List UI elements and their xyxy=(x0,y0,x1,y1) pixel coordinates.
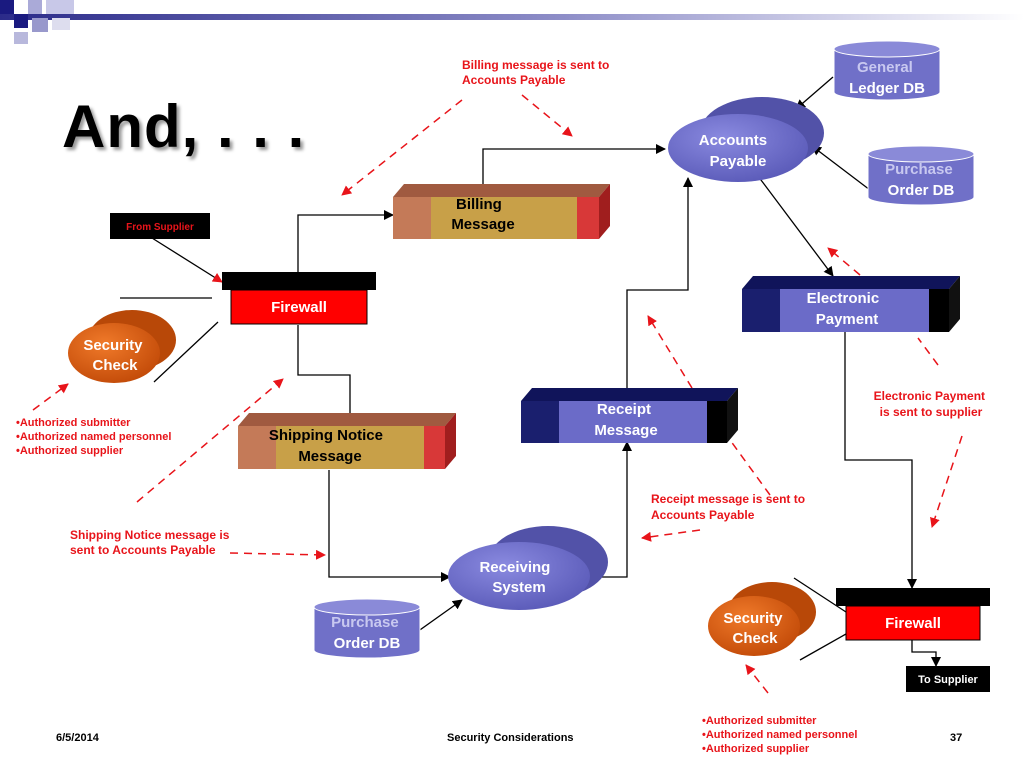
security-check-right-node: Security Check xyxy=(708,582,816,656)
footer-title: Security Considerations xyxy=(447,732,574,744)
slide-title: And, . . . xyxy=(62,93,306,160)
general-ledger-line1: General xyxy=(857,59,913,76)
svg-text:General Ledger DB: General Ledger DB xyxy=(849,59,925,97)
receipt-message-line1: Receipt xyxy=(597,401,651,418)
shipping-notice-line2: Message xyxy=(298,448,361,465)
auth-list-left: •Authorized submitter •Authorized named … xyxy=(16,417,175,457)
electronic-payment-line1: Electronic xyxy=(807,290,880,307)
accounts-payable-node: Accounts Payable xyxy=(668,97,824,182)
shipping-notice-line1: Shipping Notice xyxy=(269,427,383,444)
accounts-payable-line2: Payable xyxy=(710,153,767,170)
page-number: 37 xyxy=(950,732,963,744)
security-check-left-node: Security Check xyxy=(68,310,176,383)
svg-text:Shipping Notice Message: Shipping Notice Message xyxy=(269,427,387,465)
receiving-system-line1: Receiving xyxy=(479,559,550,576)
svg-text:Security Check: Security Check xyxy=(723,610,786,647)
security-check-left-line2: Check xyxy=(92,357,138,374)
receipt-message-box: Receipt Message xyxy=(521,388,738,443)
auth-list-right: •Authorized submitter •Authorized named … xyxy=(702,715,861,755)
security-check-right-line2: Check xyxy=(732,630,778,647)
svg-text:Receiving System: Receiving System xyxy=(479,559,554,596)
receipt-note: Receipt message is sent to Accounts Paya… xyxy=(651,492,808,522)
svg-text:Purchase Order DB: Purchase Order DB xyxy=(331,614,403,652)
payment-note: Electronic Payment is sent to supplier xyxy=(874,389,989,419)
accounts-payable-line1: Accounts xyxy=(699,132,767,149)
from-supplier-label: From Supplier xyxy=(126,222,194,233)
svg-text:Purchase Order DB: Purchase Order DB xyxy=(885,161,957,199)
purchase-order-top-line2: Order DB xyxy=(888,182,955,199)
billing-note: Billing message is sent to Accounts Paya… xyxy=(462,58,613,87)
flow-connectors xyxy=(120,76,941,667)
firewall-left: Firewall xyxy=(222,272,376,325)
receipt-message-line2: Message xyxy=(594,422,657,439)
firewall-right: Firewall xyxy=(836,588,990,641)
general-ledger-db: General Ledger DB xyxy=(833,40,941,101)
purchase-order-db-bottom: Purchase Order DB xyxy=(313,598,421,659)
to-supplier-box: To Supplier xyxy=(906,666,990,692)
electronic-payment-line2: Payment xyxy=(816,311,879,328)
from-supplier-box: From Supplier xyxy=(110,213,210,239)
firewall-left-label: Firewall xyxy=(271,299,327,316)
billing-message-box: Billing Message xyxy=(393,184,610,239)
annotation-arrows xyxy=(32,94,963,694)
svg-text:Billing Message: Billing Message xyxy=(451,196,514,233)
receiving-system-node: Receiving System xyxy=(448,526,608,610)
svg-text:Security Check: Security Check xyxy=(83,337,146,374)
to-supplier-label: To Supplier xyxy=(918,674,978,686)
security-check-left-line1: Security xyxy=(83,337,143,354)
firewall-right-label: Firewall xyxy=(885,615,941,632)
electronic-payment-box: Electronic Payment xyxy=(742,276,960,332)
security-check-right-line1: Security xyxy=(723,610,783,627)
billing-message-line1: Billing xyxy=(456,196,502,213)
shipping-note: Shipping Notice message is sent to Accou… xyxy=(70,528,233,557)
header-decoration xyxy=(0,0,1024,44)
purchase-order-bottom-line2: Order DB xyxy=(334,635,401,652)
svg-text:Electronic Payment: Electronic Payment xyxy=(807,290,884,328)
svg-text:Receipt Message: Receipt Message xyxy=(594,401,657,439)
receiving-system-line2: System xyxy=(492,579,545,596)
annotation-texts: Billing message is sent to Accounts Paya… xyxy=(16,58,989,755)
shipping-notice-message-box: Shipping Notice Message xyxy=(238,413,456,469)
svg-text:Accounts Payable: Accounts Payable xyxy=(699,132,772,170)
billing-message-line2: Message xyxy=(451,216,514,233)
purchase-order-db-top: Purchase Order DB xyxy=(867,145,975,206)
purchase-order-top-line1: Purchase xyxy=(885,161,953,178)
slide-date: 6/5/2014 xyxy=(56,732,99,744)
purchase-order-bottom-line1: Purchase xyxy=(331,614,399,631)
general-ledger-line2: Ledger DB xyxy=(849,80,925,97)
